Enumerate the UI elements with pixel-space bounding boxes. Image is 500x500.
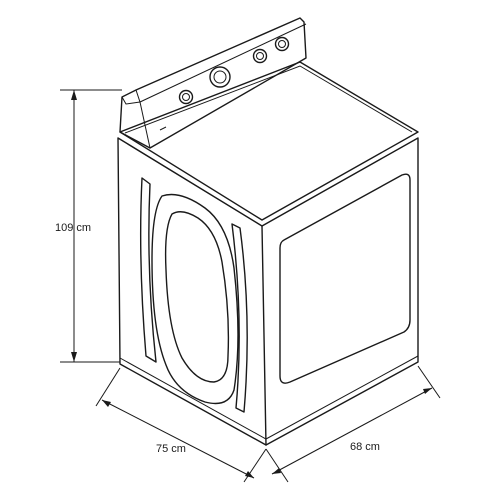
side-panel-recess [279,173,411,384]
depth-label: 68 cm [350,441,380,453]
control-panel [119,17,307,149]
depth-dimension [265,365,441,483]
right-trim-strip [231,223,248,413]
dryer-front-face [117,137,267,446]
door-window [164,211,230,383]
dryer-side-face [261,137,419,446]
dryer-top-surface [119,61,419,221]
width-dimension [95,367,267,483]
knob-1-icon [178,89,194,105]
height-dimension [60,89,122,363]
left-trim-strip [139,177,157,363]
knob-main-icon [209,66,231,88]
knob-2-icon [252,48,268,64]
dryer-illustration [117,17,419,446]
height-label: 109 cm [55,222,91,234]
door-outer-frame [151,193,239,405]
width-label: 75 cm [156,443,186,455]
knob-3-icon [274,36,290,52]
